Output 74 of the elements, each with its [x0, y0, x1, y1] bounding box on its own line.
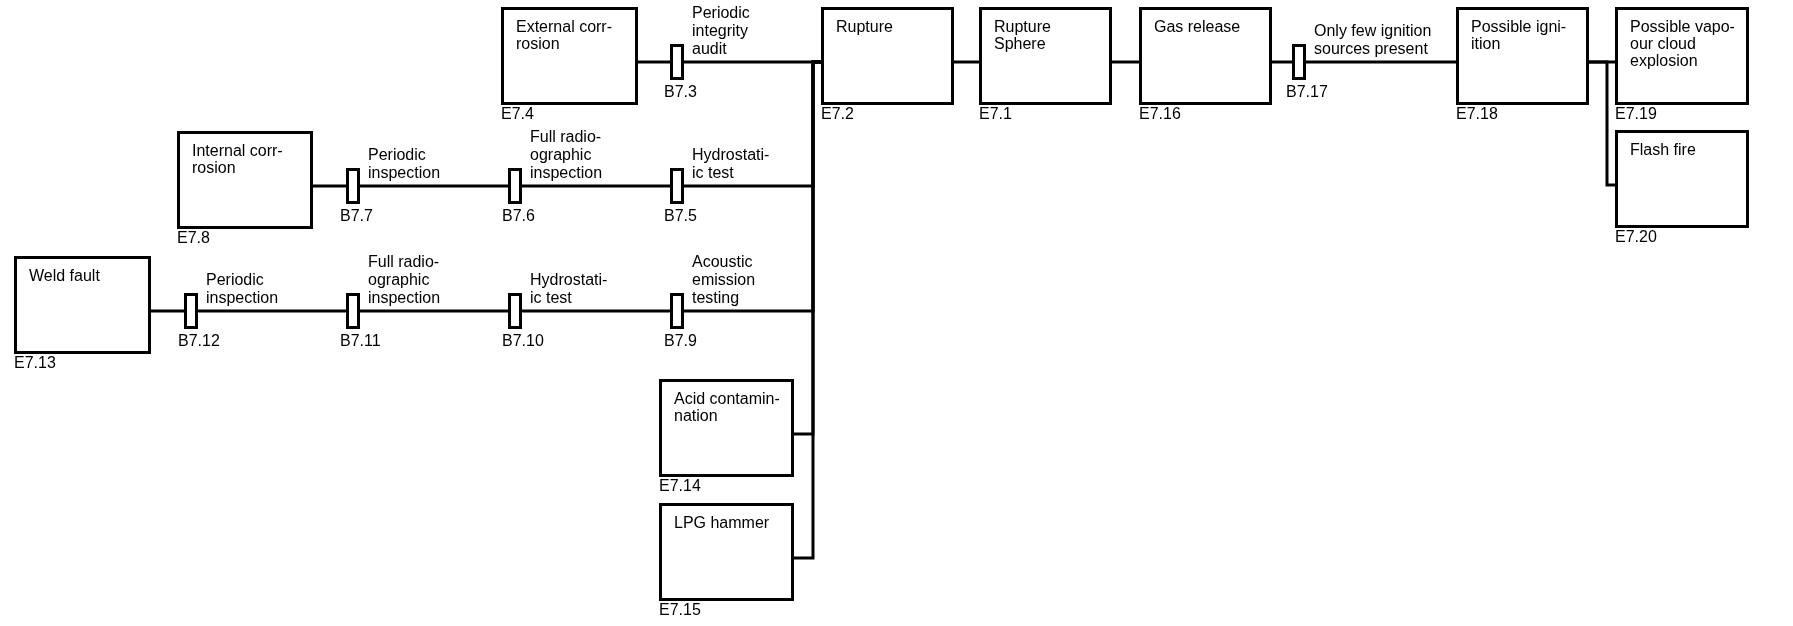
event-label: Internal corr- rosion [192, 142, 284, 176]
connector-line [522, 309, 670, 313]
connector-line [151, 309, 184, 313]
event-box [1615, 7, 1749, 105]
barrier-code: B7.12 [178, 332, 220, 350]
connector-line [954, 60, 979, 64]
event-code: E7.16 [1139, 105, 1181, 123]
barrier-code: B7.3 [664, 83, 697, 101]
connector-line [313, 184, 346, 188]
event-box [659, 379, 794, 477]
event-label: Flash fire [1630, 141, 1697, 158]
barrier-code: B7.5 [664, 207, 697, 225]
event-code: E7.15 [659, 601, 701, 619]
barrier-bar [670, 168, 684, 204]
barrier-bar [346, 168, 360, 204]
event-box [501, 7, 638, 105]
connector-line [198, 309, 346, 313]
event-box [14, 256, 151, 354]
barrier-code: B7.17 [1286, 83, 1328, 101]
event-box [659, 503, 794, 601]
connector-line [360, 184, 508, 188]
barrier-description: Hydrostati- ic test [530, 271, 609, 307]
event-label: LPG hammer [674, 514, 771, 531]
event-code: E7.1 [979, 105, 1012, 123]
barrier-description: Periodic integrity audit [692, 4, 751, 58]
event-label: Rupture Sphere [994, 18, 1052, 52]
barrier-description: Periodic inspection [206, 271, 280, 307]
barrier-description: Hydrostati- ic test [692, 146, 771, 182]
event-box [1139, 7, 1272, 105]
barrier-description: Acoustic emission testing [692, 253, 757, 307]
barrier-code: B7.10 [502, 332, 544, 350]
event-code: E7.2 [821, 105, 854, 123]
event-box [821, 7, 954, 105]
connector-line [1272, 60, 1292, 64]
event-code: E7.20 [1615, 228, 1657, 246]
connector-line [1589, 60, 1615, 187]
barrier-code: B7.6 [502, 207, 535, 225]
event-label: Possible igni- ition [1471, 18, 1568, 52]
connector-line [1112, 60, 1139, 64]
event-code: E7.14 [659, 477, 701, 495]
barrier-bar [508, 168, 522, 204]
barrier-bar [670, 293, 684, 329]
event-code: E7.18 [1456, 105, 1498, 123]
barrier-bar [346, 293, 360, 329]
event-box [177, 131, 313, 229]
event-box [979, 7, 1112, 105]
event-label: Gas release [1154, 18, 1242, 35]
barrier-description: Full radio- ographic inspection [530, 128, 604, 182]
event-label: Acid contamin- nation [674, 390, 781, 424]
barrier-bar [670, 44, 684, 80]
connector-line [638, 60, 670, 64]
barrier-code: B7.9 [664, 332, 697, 350]
barrier-code: B7.7 [340, 207, 373, 225]
barrier-description: Full radio- ographic inspection [368, 253, 442, 307]
event-code: E7.8 [177, 229, 210, 247]
connector-line [360, 309, 508, 313]
connector-line [794, 60, 821, 560]
barrier-code: B7.11 [340, 332, 381, 350]
event-code: E7.4 [501, 105, 534, 123]
barrier-bar [1292, 44, 1306, 80]
event-label: Rupture [836, 18, 894, 35]
connector-line [1306, 60, 1456, 64]
event-label: External corr- rosion [516, 18, 614, 52]
event-box [1456, 7, 1589, 105]
barrier-bar [184, 293, 198, 329]
event-label: Weld fault [29, 267, 101, 284]
barrier-description: Only few ignition sources present [1314, 22, 1433, 58]
event-code: E7.19 [1615, 105, 1657, 123]
connector-line [522, 184, 670, 188]
barrier-description: Periodic inspection [368, 146, 442, 182]
event-label: Possible vapo- our cloud explosion [1630, 18, 1736, 69]
event-code: E7.13 [14, 354, 56, 372]
barrier-bar [508, 293, 522, 329]
event-box [1615, 130, 1749, 228]
